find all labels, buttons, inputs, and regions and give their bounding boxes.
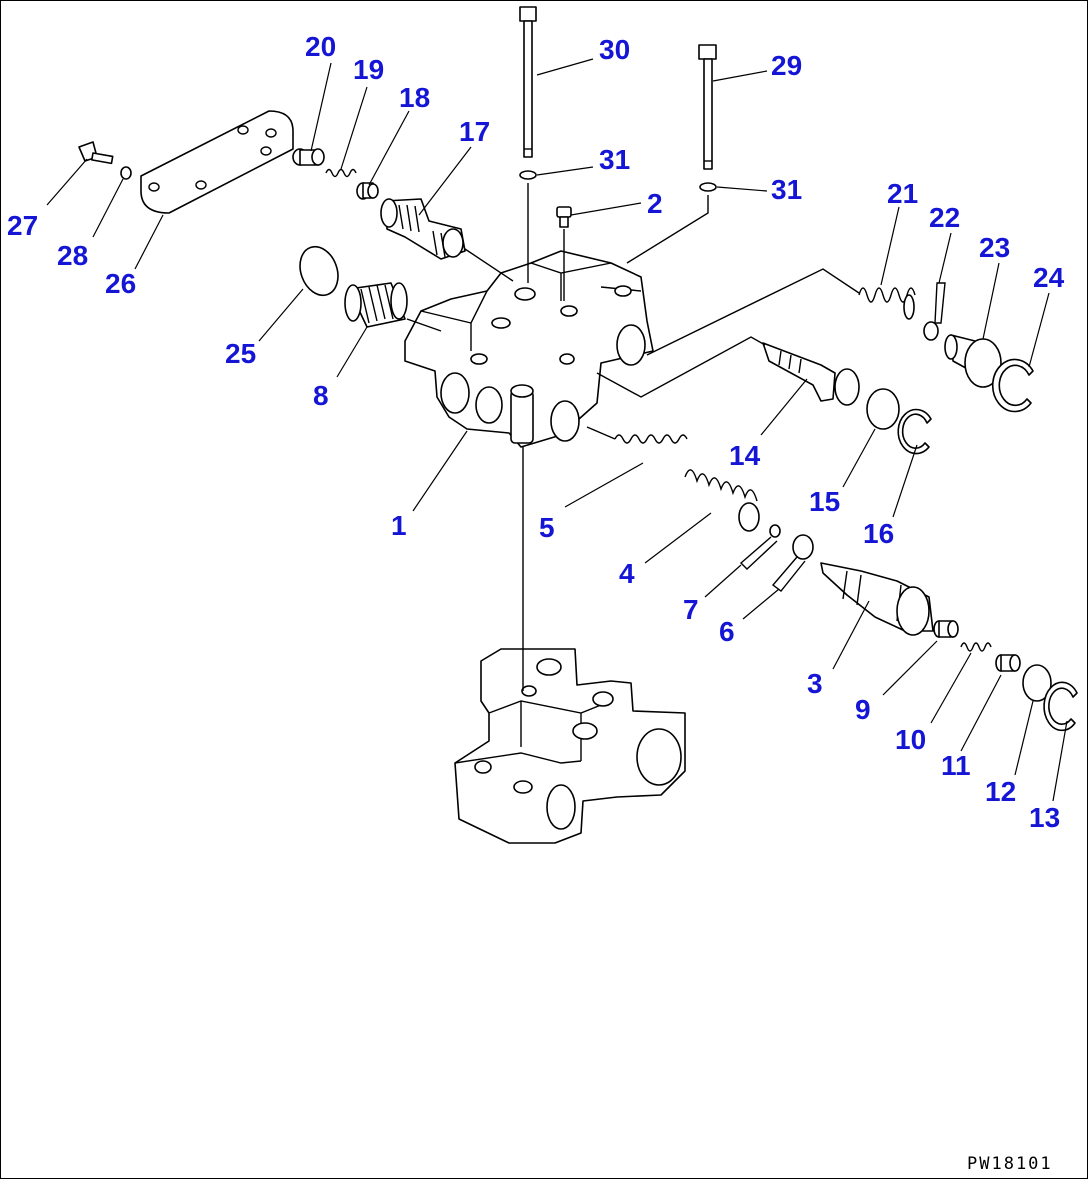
callout-14: 14 bbox=[729, 440, 761, 471]
bolt-29 bbox=[698, 44, 717, 170]
callout-5: 5 bbox=[539, 512, 555, 543]
bolt-30 bbox=[519, 6, 537, 158]
drawing-code: PW18101 bbox=[967, 1154, 1053, 1174]
callout-31-right: 31 bbox=[771, 174, 802, 205]
cover-26 bbox=[140, 110, 294, 214]
callout-13: 13 bbox=[1029, 802, 1060, 833]
callout-22: 22 bbox=[929, 202, 960, 233]
assembly-lines bbox=[406, 183, 860, 691]
plug-15 bbox=[866, 388, 900, 430]
callout-30: 30 bbox=[599, 34, 630, 65]
spring-19 bbox=[325, 168, 357, 178]
callout-20: 20 bbox=[305, 31, 336, 62]
callout-16: 16 bbox=[863, 518, 894, 549]
callout-9: 9 bbox=[855, 694, 871, 725]
sleeve-8 bbox=[344, 282, 408, 328]
washer-31-left bbox=[519, 170, 537, 180]
snap-ring-16 bbox=[897, 408, 932, 455]
spring-5 bbox=[614, 434, 688, 444]
stopper-22 bbox=[923, 282, 946, 341]
callout-8: 8 bbox=[313, 380, 329, 411]
spool-14 bbox=[762, 342, 860, 406]
callout-11: 11 bbox=[941, 750, 971, 781]
seat-11 bbox=[995, 654, 1021, 672]
callout-29: 29 bbox=[771, 50, 802, 81]
callout-2: 2 bbox=[647, 188, 663, 219]
spool-3 bbox=[820, 562, 934, 636]
callout-12: 12 bbox=[985, 776, 1016, 807]
callout-28: 28 bbox=[57, 240, 88, 271]
callout-7: 7 bbox=[683, 594, 699, 625]
lower-housing bbox=[454, 648, 686, 844]
callout-25: 25 bbox=[225, 338, 256, 369]
seat-9 bbox=[933, 620, 959, 638]
retainer-6 bbox=[771, 534, 814, 592]
callout-27: 27 bbox=[7, 210, 38, 241]
callout-23: 23 bbox=[979, 232, 1010, 263]
spring-seat-20 bbox=[292, 148, 325, 166]
callout-24: 24 bbox=[1033, 262, 1065, 293]
callout-3: 3 bbox=[807, 668, 823, 699]
spring-10 bbox=[960, 642, 992, 652]
plug-12 bbox=[1022, 664, 1052, 702]
spool-17 bbox=[380, 198, 466, 260]
spring-4 bbox=[684, 469, 760, 532]
callout-31-left: 31 bbox=[599, 144, 630, 175]
spring-21 bbox=[858, 287, 916, 320]
callout-15: 15 bbox=[809, 486, 840, 517]
snap-ring-13 bbox=[1043, 681, 1078, 732]
seat-18 bbox=[356, 182, 379, 200]
callout-21: 21 bbox=[887, 178, 918, 209]
o-ring-25 bbox=[299, 245, 339, 297]
washer-28 bbox=[120, 166, 132, 180]
callout-17: 17 bbox=[459, 116, 490, 147]
leader-lines bbox=[46, 58, 1068, 802]
callout-10: 10 bbox=[895, 724, 926, 755]
callout-6: 6 bbox=[719, 616, 735, 647]
bolt-27 bbox=[78, 141, 114, 165]
washer-31-right bbox=[699, 182, 717, 192]
callout-19: 19 bbox=[353, 54, 384, 85]
pin-7 bbox=[739, 524, 781, 570]
callout-4: 4 bbox=[619, 558, 635, 589]
plug-2 bbox=[556, 206, 572, 228]
callout-26: 26 bbox=[105, 268, 136, 299]
callout-labels: 30 29 31 31 2 20 19 18 17 27 28 26 25 8 … bbox=[7, 31, 1065, 833]
snap-ring-24 bbox=[991, 358, 1034, 413]
valve-body-1 bbox=[404, 250, 654, 448]
callout-18: 18 bbox=[399, 82, 430, 113]
callout-1: 1 bbox=[391, 510, 407, 541]
